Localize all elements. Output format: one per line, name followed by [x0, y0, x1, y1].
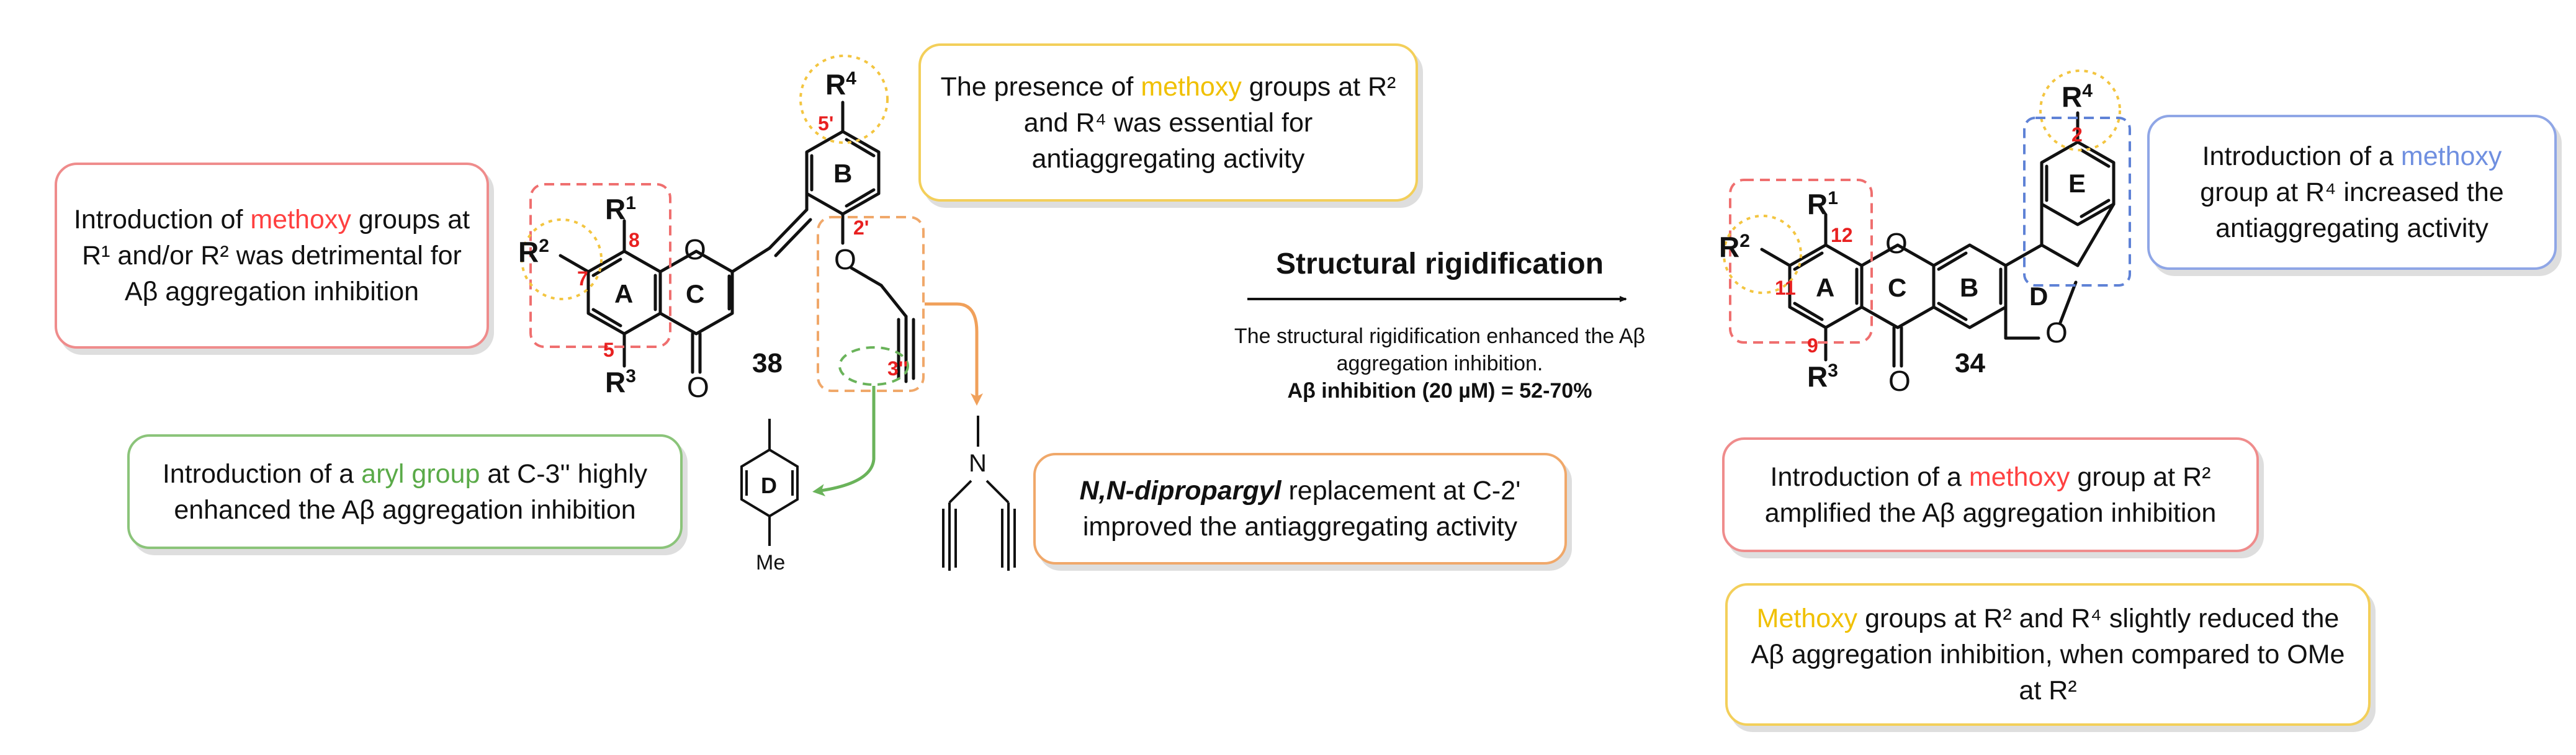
sar-box-aryl-c3: Introduction of a aryl group at C-3'' hi… [127, 434, 683, 549]
svg-text:R4: R4 [2062, 81, 2093, 114]
position-2prime-38: 2' [853, 217, 869, 239]
rigidification-description: The structural rigidification enhanced t… [1192, 323, 1688, 404]
r4-label-34: R [2062, 81, 2082, 113]
sar-box-methoxy-r2-r4: Methoxy groups at R² and R⁴ slightly red… [1725, 583, 2371, 726]
position-2-34: 2 [2071, 123, 2083, 146]
ether-o-38: O [834, 243, 856, 275]
r2-label-34: R [1719, 231, 1739, 263]
methyl-label: Me [756, 551, 785, 574]
position-8-38: 8 [629, 229, 640, 251]
ring-a-label-38: A [614, 279, 633, 308]
sar-box-methoxy-r2: Introduction of a methoxy group at R² am… [1722, 437, 2259, 552]
position-3dprime-38: 3'' [887, 357, 908, 380]
ring-a-highlight-34 [1729, 179, 1873, 344]
r3-label-38: R [605, 366, 626, 398]
r2-label-38: R [518, 236, 539, 268]
compound-38-number: 38 [752, 348, 783, 378]
rigidification-title: Structural rigidification [1275, 248, 1604, 280]
r4-highlight-38 [799, 55, 889, 144]
r2-highlight-38 [521, 218, 603, 300]
aryl-arrow [812, 386, 876, 497]
ring-c-label-38: C [686, 279, 704, 308]
compound-38-structure [559, 101, 915, 383]
amine-n-label: N [969, 450, 987, 477]
ring-b-label-38: B [833, 159, 852, 188]
aryl-fragment-d [740, 419, 799, 546]
dipropargylamine-fragment [942, 416, 1016, 571]
carbonyl-o-38: O [687, 371, 709, 403]
ring-o-34: O [1885, 227, 1908, 259]
position-9-34: 9 [1807, 334, 1818, 357]
sar-box-methoxy-r1-r2: Introduction of methoxy groups at R¹ and… [55, 163, 489, 349]
position-7-38: 7 [577, 267, 588, 290]
r1-label-34: R [1807, 188, 1828, 220]
carbonyl-o-34: O [1888, 365, 1911, 397]
c3-highlight-38 [838, 346, 909, 386]
svg-text:R2: R2 [1719, 231, 1750, 264]
position-5prime-38: 5' [818, 112, 833, 135]
sar-box-presence-methoxy: The presence of methoxy groups at R² and… [918, 43, 1418, 202]
amine-arrow [925, 302, 983, 406]
ring-e-label-34: E [2068, 169, 2086, 198]
r2-highlight-34 [1723, 215, 1802, 294]
svg-text:R1: R1 [1807, 188, 1838, 221]
ring-o-38: O [684, 233, 706, 266]
svg-text:R2: R2 [518, 236, 549, 269]
sar-box-methoxy-r4: Introduction of a methoxy group at R⁴ in… [2147, 115, 2557, 270]
compound-34-number: 34 [1955, 348, 1985, 378]
r3-label-34: R [1807, 360, 1828, 393]
r4-highlight-34 [2039, 69, 2121, 151]
svg-text:R4: R4 [825, 68, 856, 101]
ring-d-label-34: D [2029, 282, 2048, 311]
ring-c-label-34: C [1888, 273, 1906, 302]
ring-e-highlight-34 [2023, 117, 2131, 287]
ring-b-label-34: B [1960, 273, 1978, 302]
position-12-34: 12 [1831, 224, 1853, 246]
rigidification-result: Aβ inhibition (20 µM) = 52-70% [1287, 379, 1592, 403]
sar-box-dipropargyl: N,N-dipropargyl replacement at C-2' impr… [1033, 453, 1567, 565]
svg-text:R1: R1 [605, 193, 636, 226]
svg-text:R3: R3 [605, 366, 636, 399]
ring-a-highlight-38 [529, 183, 671, 348]
r4-label-38: R [825, 68, 846, 101]
r1-label-38: R [605, 193, 626, 225]
ring-d-o-34: O [2045, 316, 2068, 349]
compound-34-structure [1760, 111, 2116, 368]
position-11-34: 11 [1775, 277, 1796, 299]
ring-d-label-aryl: D [761, 473, 777, 498]
position-5-38: 5 [603, 339, 614, 361]
ring-a-label-34: A [1816, 273, 1834, 302]
svg-text:R3: R3 [1807, 360, 1838, 393]
propargyl-highlight-38 [817, 216, 925, 392]
